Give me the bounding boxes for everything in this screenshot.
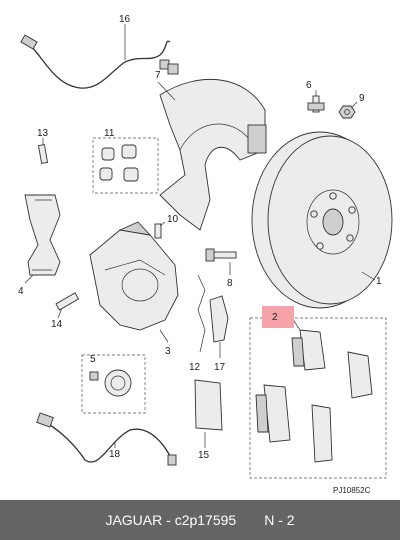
wear-sensor-upper <box>20 24 179 89</box>
bolt-6 <box>307 90 325 113</box>
callout-13: 13 <box>37 128 49 139</box>
nut-9 <box>338 101 358 119</box>
callout-5: 5 <box>90 354 96 365</box>
piston-seal-kit <box>81 354 146 414</box>
brake-parts-diagram: 16 7 6 9 13 11 3 10 4 8 1 14 2 12 17 5 1… <box>18 14 393 495</box>
drawing-code: PJ10852C <box>333 486 371 495</box>
wear-sensor-lower <box>36 412 177 466</box>
callout-7: 7 <box>155 70 161 81</box>
caption-position: N - 2 <box>264 512 295 528</box>
bleed-nipple <box>154 221 166 239</box>
pad-shim <box>194 379 223 448</box>
caliper-carrier <box>24 194 61 284</box>
callout-14: 14 <box>51 319 63 330</box>
guide-pin <box>55 292 80 319</box>
callout-12: 12 <box>189 362 201 373</box>
callout-4: 4 <box>18 286 24 297</box>
caption-part: JAGUAR - c2p17595 <box>105 512 236 528</box>
bleed-screw <box>37 138 49 164</box>
caption-bar: JAGUAR - c2p17595 N - 2 <box>0 500 400 540</box>
caption-brand: JAGUAR <box>105 512 163 528</box>
callout-2: 2 <box>272 312 278 323</box>
callout-10: 10 <box>167 214 179 225</box>
slide-pin-kit <box>92 137 159 194</box>
brake-caliper <box>89 221 179 343</box>
anti-rattle-spring <box>197 274 206 353</box>
callout-9: 9 <box>359 93 365 104</box>
caption-separator: - <box>166 512 171 528</box>
guide-bolt <box>205 248 237 275</box>
callout-6: 6 <box>306 80 312 91</box>
callout-8: 8 <box>227 278 233 289</box>
callout-11: 11 <box>104 128 115 139</box>
caption-part-code: c2p17595 <box>174 512 237 528</box>
callout-1: 1 <box>376 276 382 287</box>
callout-16: 16 <box>119 14 131 25</box>
callout-15: 15 <box>198 450 210 461</box>
callout-2-highlight <box>262 306 294 328</box>
brake-pad-set <box>249 317 387 479</box>
brake-disc <box>251 131 393 309</box>
callout-3: 3 <box>165 346 171 357</box>
brake-dust-shield <box>157 78 267 231</box>
callout-17: 17 <box>214 362 226 373</box>
callout-18: 18 <box>109 449 121 460</box>
pad-clip <box>209 295 229 358</box>
